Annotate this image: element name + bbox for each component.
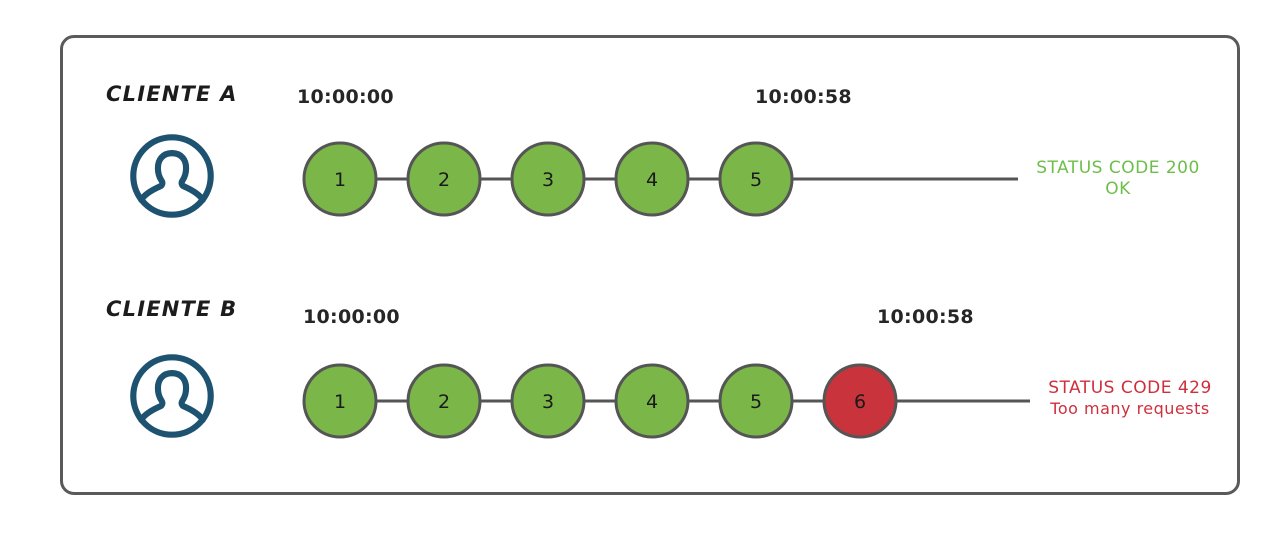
- status-text-a: OK: [1105, 179, 1131, 200]
- status-badge-a: STATUS CODE 200 OK: [1018, 158, 1218, 201]
- request-chain-a: 1 2 3 4 5: [302, 141, 1018, 217]
- request-node-4[interactable]: [614, 363, 690, 439]
- status-code-b: STATUS CODE 429: [1048, 378, 1212, 398]
- request-node-label: 2: [438, 169, 450, 191]
- request-node-label: 1: [334, 391, 346, 413]
- status-text-b: Too many requests: [1050, 399, 1210, 419]
- request-node-5[interactable]: [718, 141, 794, 217]
- request-node-4[interactable]: [614, 141, 690, 217]
- request-node-label: 5: [750, 391, 762, 413]
- request-node-label: 4: [646, 391, 658, 413]
- request-chain-b: 1 2 3 4 5 6: [302, 363, 1030, 439]
- request-node-6[interactable]: [822, 363, 898, 439]
- timestamp-start-a: 10:00:00: [297, 86, 394, 108]
- timestamp-end-a: 10:00:58: [755, 86, 852, 108]
- timestamp-end-b: 10:00:58: [877, 306, 974, 328]
- request-node-2[interactable]: [406, 363, 482, 439]
- request-node-3[interactable]: [510, 141, 586, 217]
- request-node-label: 2: [438, 391, 450, 413]
- timestamp-start-b: 10:00:00: [303, 306, 400, 328]
- user-avatar-icon: [128, 132, 216, 220]
- request-node-label: 6: [854, 391, 866, 413]
- request-node-label: 1: [334, 169, 346, 191]
- user-avatar-icon: [128, 352, 216, 440]
- request-node-2[interactable]: [406, 141, 482, 217]
- request-node-label: 4: [646, 169, 658, 191]
- client-label-b: CLIENTE B: [106, 297, 238, 321]
- status-badge-b: STATUS CODE 429 Too many requests: [1030, 378, 1230, 419]
- request-node-1[interactable]: [302, 141, 378, 217]
- request-node-label: 3: [542, 391, 554, 413]
- request-node-label: 5: [750, 169, 762, 191]
- request-node-3[interactable]: [510, 363, 586, 439]
- client-label-a: CLIENTE A: [106, 82, 238, 106]
- request-node-5[interactable]: [718, 363, 794, 439]
- request-node-1[interactable]: [302, 363, 378, 439]
- status-code-a: STATUS CODE 200: [1036, 158, 1200, 178]
- request-node-label: 3: [542, 169, 554, 191]
